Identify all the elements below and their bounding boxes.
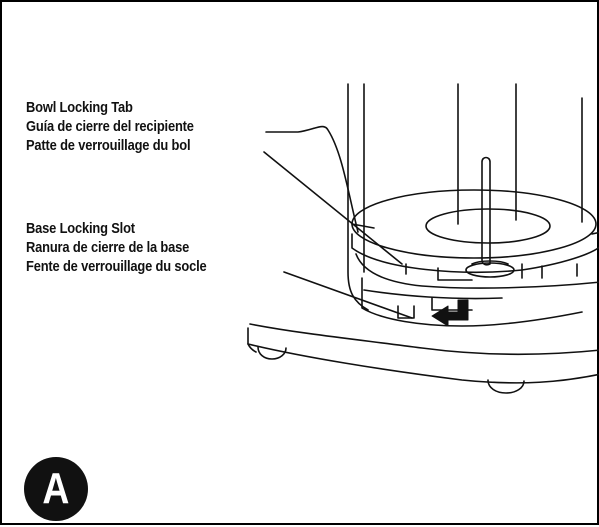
foot-left [257, 346, 287, 360]
lock-direction-arrow [431, 299, 469, 327]
bowl-body [347, 83, 583, 311]
leader-line-bowl-tab-2 [263, 151, 403, 265]
figure-letter: A [42, 464, 70, 513]
callout-base-locking-slot-fr: Fente de verrouillage du socle [26, 258, 207, 275]
base-housing [247, 323, 599, 394]
callout-bowl-locking-tab-es: Guía de cierre del recipiente [26, 118, 194, 135]
callout-bowl-locking-tab-en: Bowl Locking Tab [26, 99, 133, 116]
center-post [457, 83, 517, 266]
foot-right [487, 379, 525, 394]
figure-letter-badge: A [24, 457, 88, 521]
callout-bowl-locking-tab-fr: Patte de verrouillage du bol [26, 137, 191, 154]
callout-bowl-locking-tab: Bowl Locking Tab Guía de cierre del reci… [26, 98, 194, 155]
bowl-disc [351, 189, 599, 273]
leader-line-base-slot [283, 271, 413, 319]
callout-base-locking-slot-es: Ranura de cierre de la base [26, 239, 190, 256]
leader-line-bowl-tab [265, 125, 359, 233]
locking-mechanism [355, 253, 599, 327]
callout-base-locking-slot-en: Base Locking Slot [26, 220, 135, 237]
callout-base-locking-slot: Base Locking Slot Ranura de cierre de la… [26, 219, 207, 276]
